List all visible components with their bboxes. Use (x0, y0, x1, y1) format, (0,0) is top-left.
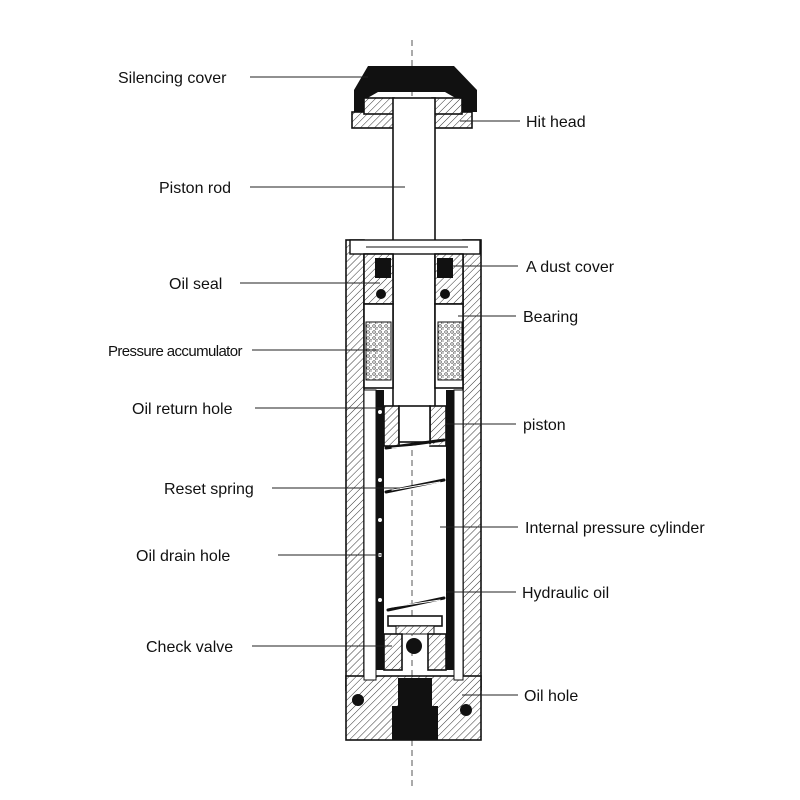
silencing-cover (354, 66, 477, 112)
label-bearing: Bearing (523, 309, 578, 326)
internal-pressure-cylinder (363, 389, 464, 681)
check-valve (383, 615, 447, 671)
piston (383, 405, 447, 447)
label-oil-hole: Oil hole (524, 688, 578, 705)
label-hit-head: Hit head (526, 114, 586, 131)
label-pressure-accumulator: Pressure accumulator (108, 343, 242, 360)
leader-lines (240, 76, 520, 696)
label-internal-pressure-cylinder: Internal pressure cylinder (525, 520, 705, 537)
label-hydraulic-oil: Hydraulic oil (522, 585, 609, 602)
label-dust-cover: A dust cover (526, 259, 615, 276)
label-silencing-cover: Silencing cover (118, 70, 227, 87)
label-piston: piston (523, 417, 566, 434)
label-oil-return-hole: Oil return hole (132, 401, 233, 418)
label-check-valve: Check valve (146, 639, 233, 656)
reset-spring (384, 438, 446, 612)
label-oil-drain-hole: Oil drain hole (136, 548, 230, 565)
label-reset-spring: Reset spring (164, 481, 254, 498)
oil-seal-block (363, 253, 464, 305)
pressure-accumulator (363, 303, 464, 389)
label-piston-rod: Piston rod (159, 180, 231, 197)
oil-hole (392, 678, 438, 740)
label-oil-seal: Oil seal (169, 276, 222, 293)
